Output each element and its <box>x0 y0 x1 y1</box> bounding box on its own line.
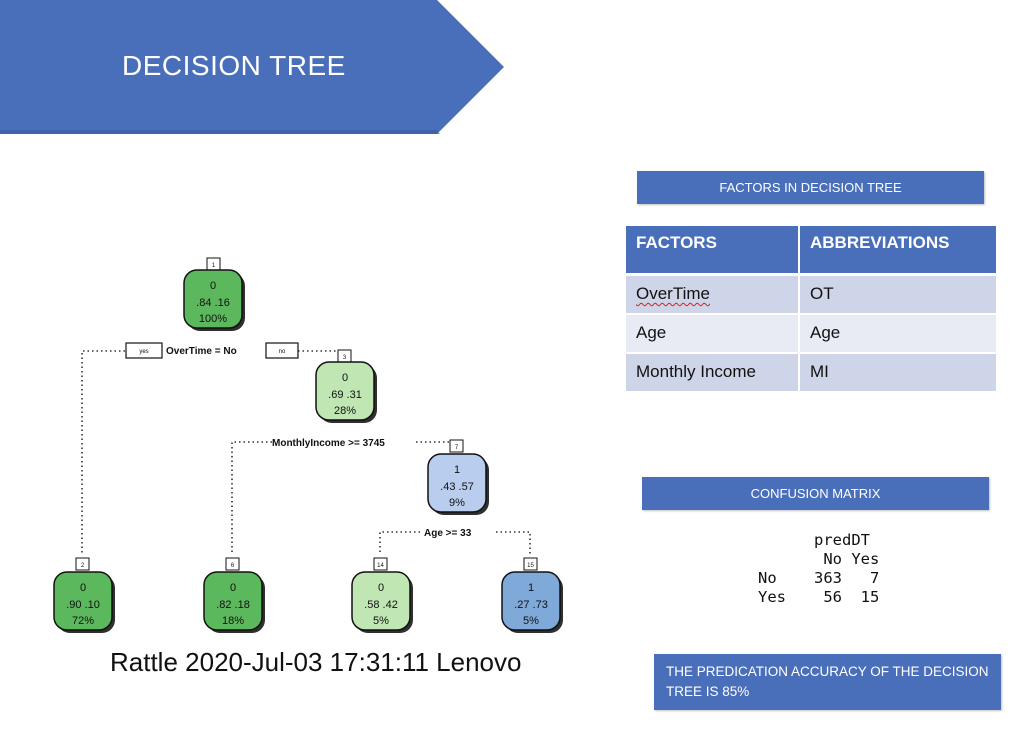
factor-abbreviation: OT <box>799 274 998 315</box>
factors-table-header: FACTORS ABBREVIATIONS <box>626 226 998 276</box>
svg-text:15: 15 <box>527 563 534 569</box>
split-age-label: Age >= 33 <box>424 528 472 539</box>
tree-node-7: 7 1 .43 .57 9% <box>427 439 489 515</box>
table-row: Age Age <box>626 313 998 354</box>
accuracy-callout: THE PREDICATION ACCURACY OF THE DECISION… <box>654 654 1001 710</box>
svg-text:5%: 5% <box>523 615 539 627</box>
svg-text:2: 2 <box>81 563 85 569</box>
column-header-factors: FACTORS <box>626 226 800 276</box>
svg-text:7: 7 <box>455 445 459 451</box>
table-row: OverTime OT <box>626 274 998 315</box>
accuracy-text: THE PREDICATION ACCURACY OF THE DECISION… <box>666 664 989 699</box>
factor-name: Monthly Income <box>626 352 800 393</box>
factor-abbreviation: Age <box>799 313 998 354</box>
split-no-label: no <box>279 349 286 355</box>
svg-text:14: 14 <box>377 563 384 569</box>
svg-text:0: 0 <box>378 582 384 594</box>
svg-text:.84 .16: .84 .16 <box>196 297 230 309</box>
svg-text:6: 6 <box>231 563 235 569</box>
tree-node-3: 3 0 .69 .31 28% <box>315 349 377 423</box>
svg-text:28%: 28% <box>334 405 356 417</box>
svg-text:100%: 100% <box>199 313 227 325</box>
svg-text:1: 1 <box>454 464 460 476</box>
rattle-footer: Rattle 2020-Jul-03 17:31:11 Lenovo <box>110 647 521 677</box>
slide-title: DECISION TREE <box>122 50 346 81</box>
factor-abbreviation: MI <box>799 352 998 393</box>
svg-text:0: 0 <box>210 280 216 292</box>
factors-header-bar: FACTORS IN DECISION TREE <box>637 171 984 204</box>
tree-leaf-2: 2 0 .90 .10 72% <box>53 557 115 633</box>
svg-text:.69 .31: .69 .31 <box>328 389 362 401</box>
tree-leaf-15: 15 1 .27 .73 5% <box>501 557 563 633</box>
svg-text:.82 .18: .82 .18 <box>216 599 250 611</box>
split-yes-label: yes <box>139 349 148 355</box>
svg-text:5%: 5% <box>373 615 389 627</box>
title-banner <box>0 0 504 134</box>
svg-text:.43 .57: .43 .57 <box>440 481 474 493</box>
tree-leaf-14: 14 0 .58 .42 5% <box>351 557 413 633</box>
split-income-label: MonthlyIncome >= 3745 <box>272 438 385 449</box>
factor-name: OverTime <box>636 284 710 303</box>
svg-text:1: 1 <box>212 263 216 269</box>
svg-text:18%: 18% <box>222 615 244 627</box>
svg-text:.58 .42: .58 .42 <box>364 599 398 611</box>
column-header-abbreviations: ABBREVIATIONS <box>799 226 998 276</box>
factors-table: FACTORS ABBREVIATIONS OverTime OT Age Ag… <box>626 226 998 393</box>
svg-text:0: 0 <box>80 582 86 594</box>
svg-text:.90 .10: .90 .10 <box>66 599 100 611</box>
svg-text:1: 1 <box>528 582 534 594</box>
split-overtime-label: OverTime = No <box>166 346 237 357</box>
svg-text:0: 0 <box>342 372 348 384</box>
tree-leaf-6: 6 0 .82 .18 18% <box>203 557 265 633</box>
tree-connectors <box>81 350 531 555</box>
svg-text:0: 0 <box>230 582 236 594</box>
decision-tree-diagram: yes OverTime = No no MonthlyIncome >= 37… <box>53 257 563 677</box>
confusion-matrix-output: predDT No Yes No 363 7 Yes 56 15 <box>758 531 880 606</box>
svg-text:3: 3 <box>343 355 347 361</box>
tree-node-1: 1 0 .84 .16 100% <box>183 257 245 331</box>
svg-text:9%: 9% <box>449 497 465 509</box>
svg-text:72%: 72% <box>72 615 94 627</box>
table-row: Monthly Income MI <box>626 352 998 393</box>
confusion-matrix-header-bar: CONFUSION MATRIX <box>642 477 989 510</box>
split-overtime: yes OverTime = No no <box>125 342 299 359</box>
factor-name: Age <box>626 313 800 354</box>
svg-text:.27 .73: .27 .73 <box>514 599 548 611</box>
